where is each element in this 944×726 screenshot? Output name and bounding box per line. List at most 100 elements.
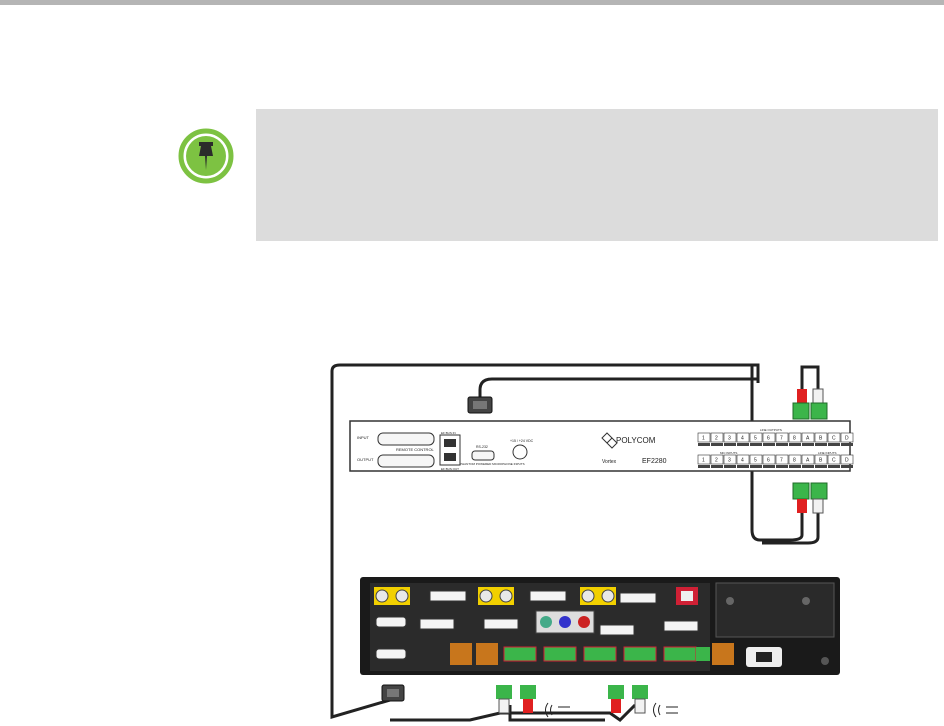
cable-bottom-2 xyxy=(508,705,605,722)
channel-screw-strip xyxy=(698,443,710,446)
polycom-logo xyxy=(601,432,618,449)
audio-out-icon xyxy=(545,702,570,718)
channel-label: 2 xyxy=(715,436,718,442)
channel-terminal xyxy=(775,432,789,443)
channel-terminal xyxy=(827,432,841,443)
line-output-plugs xyxy=(792,388,828,420)
channel-terminal xyxy=(736,432,750,443)
connection-diagram: INPUT OUTPUT REMOTE CONTROL EF BUS IN EF… xyxy=(330,363,854,722)
pushpin-icon xyxy=(178,128,234,184)
label-line-inputs: LINE INPUTS xyxy=(818,451,837,455)
channel-label: 5 xyxy=(754,436,757,442)
channel-terminal xyxy=(827,454,841,465)
channel-terminal xyxy=(775,454,789,465)
label-ef-bus-in: EF BUS IN xyxy=(441,431,456,435)
channel-terminal xyxy=(710,432,724,443)
channel-label: C xyxy=(832,436,836,442)
model-name: EF2280 xyxy=(642,458,667,465)
channel-terminal xyxy=(840,454,854,465)
channel-label: 8 xyxy=(793,458,796,464)
channel-screw-strip xyxy=(828,465,840,468)
note-box xyxy=(256,109,938,241)
channel-screw-strip xyxy=(841,465,853,468)
channel-terminal xyxy=(840,432,854,443)
ef-bus-connector xyxy=(467,396,493,414)
channel-screw-strip xyxy=(750,443,762,446)
channel-screw-strip xyxy=(737,465,749,468)
channel-label: 8 xyxy=(793,436,796,442)
channel-label: 7 xyxy=(780,436,783,442)
channel-screw-strip xyxy=(724,443,736,446)
label-warning: PHANTOM POWERED MICROPHONE INPUTS xyxy=(460,462,525,466)
channel-screw-strip xyxy=(711,465,723,468)
channel-screw-strip xyxy=(776,443,788,446)
channel-screw-strip xyxy=(763,465,775,468)
codec-audio-in xyxy=(503,646,697,662)
channel-screw-strip xyxy=(841,443,853,446)
channel-label: B xyxy=(819,436,823,442)
channel-terminal xyxy=(788,454,802,465)
channel-label: 2 xyxy=(715,458,718,464)
label-mic-inputs: MIC INPUTS xyxy=(720,451,737,455)
channel-terminal xyxy=(788,432,802,443)
channel-screw-strip xyxy=(789,465,801,468)
channel-screw-strip xyxy=(828,443,840,446)
channel-label: 1 xyxy=(702,458,705,464)
channel-terminal xyxy=(710,454,724,465)
channel-screw-strip xyxy=(724,465,736,468)
label-remote-control: REMOTE CONTROL xyxy=(396,447,435,452)
model-prefix: Vortex xyxy=(602,459,617,465)
channel-label: 4 xyxy=(741,458,744,464)
cable-line-input-loop xyxy=(750,365,804,542)
label-ef-bus-out: EF BUS OUT xyxy=(441,467,459,471)
channel-label: 7 xyxy=(780,458,783,464)
ef2280-unit: INPUT OUTPUT REMOTE CONTROL EF BUS IN EF… xyxy=(349,420,854,472)
channel-label: 6 xyxy=(767,436,770,442)
channel-terminal xyxy=(723,454,737,465)
network-ports xyxy=(450,643,734,665)
channel-screw-strip xyxy=(802,465,814,468)
channel-screw-strip xyxy=(711,443,723,446)
cables xyxy=(330,363,820,722)
channel-terminal xyxy=(814,432,828,443)
channel-label: D xyxy=(845,436,849,442)
label-line-outputs: LINE OUTPUTS xyxy=(760,428,782,432)
channel-label: 3 xyxy=(728,436,731,442)
channel-terminal xyxy=(749,454,763,465)
channel-screw-strip xyxy=(789,443,801,446)
channel-label: C xyxy=(832,458,836,464)
label-output: OUTPUT xyxy=(357,457,374,462)
cable-main-loop xyxy=(330,363,760,720)
channel-terminal xyxy=(801,454,815,465)
channel-terminal xyxy=(762,454,776,465)
channel-label: 1 xyxy=(702,436,705,442)
channel-label: A xyxy=(806,458,810,464)
channel-terminal xyxy=(697,432,711,443)
channel-screw-strip xyxy=(776,465,788,468)
codec-chassis xyxy=(360,577,840,675)
channel-screw-strip xyxy=(815,443,827,446)
top-rule xyxy=(0,0,944,5)
label-rs232: RS-232 xyxy=(476,445,488,449)
channel-screw-strip xyxy=(815,465,827,468)
line-input-plugs xyxy=(792,482,828,514)
cable-bottom xyxy=(390,703,637,722)
channel-terminal xyxy=(697,454,711,465)
label-input: INPUT xyxy=(357,435,370,440)
channel-label: B xyxy=(819,458,823,464)
channel-label: 5 xyxy=(754,458,757,464)
channel-terminal xyxy=(749,432,763,443)
cable-line-input-b xyxy=(762,495,820,545)
channel-screw-strip xyxy=(763,443,775,446)
channel-terminal xyxy=(762,432,776,443)
channel-label: 4 xyxy=(741,436,744,442)
audio-ports xyxy=(535,610,595,634)
channel-screw-strip xyxy=(802,443,814,446)
channel-screw-strip xyxy=(698,465,710,468)
channel-label: 3 xyxy=(728,458,731,464)
label-power: +15 / +24 VDC xyxy=(510,439,534,443)
channel-screw-strip xyxy=(750,465,762,468)
channel-terminal xyxy=(736,454,750,465)
